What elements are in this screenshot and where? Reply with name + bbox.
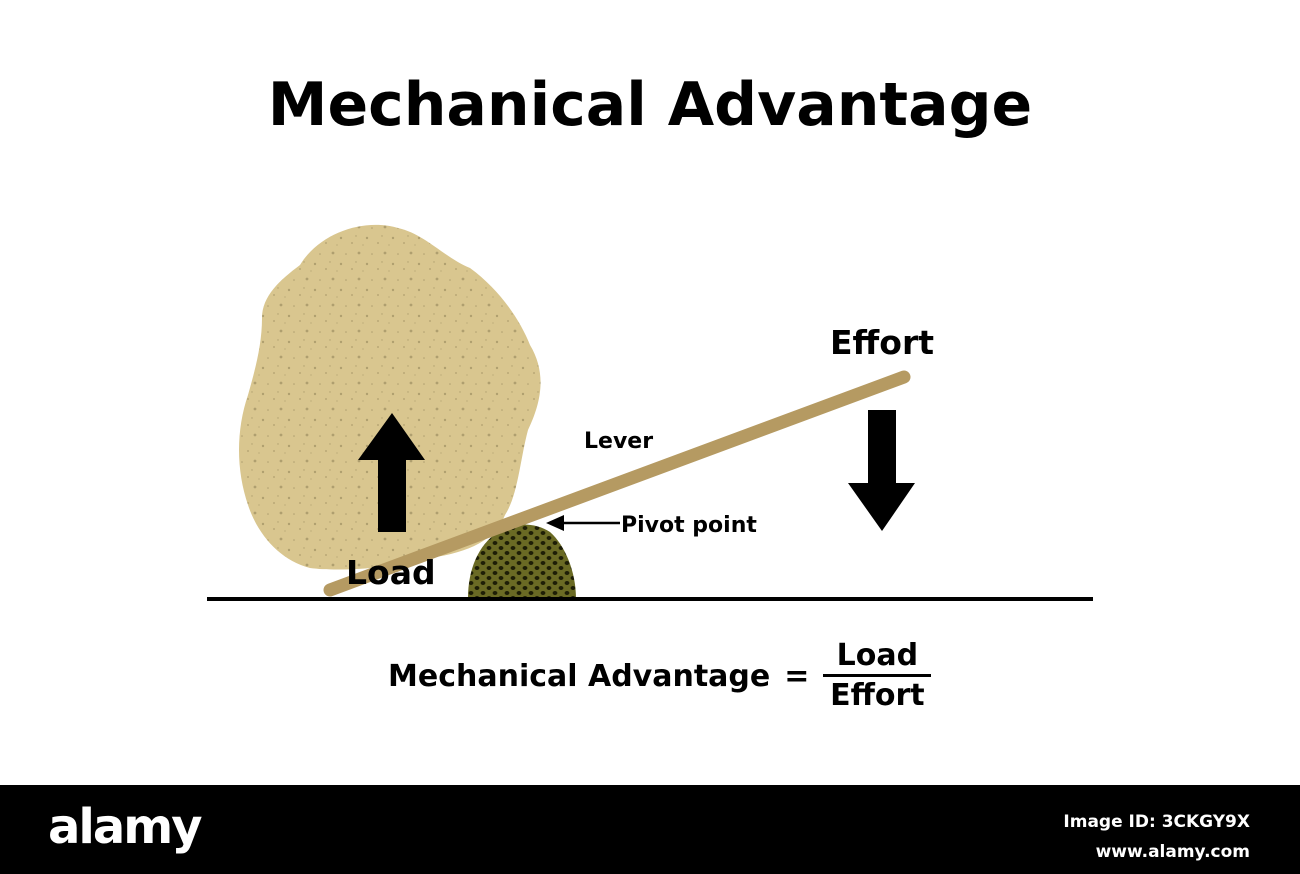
formula-fraction: Load Effort xyxy=(823,638,931,715)
load-label: Load xyxy=(346,553,436,592)
watermark-footer: alamy Image ID: 3CKGY9X www.alamy.com xyxy=(0,785,1300,874)
image-id-block: Image ID: 3CKGY9X www.alamy.com xyxy=(1063,807,1250,867)
mechanical-advantage-formula: Mechanical Advantage = Load Effort xyxy=(388,636,931,716)
formula-numerator: Load xyxy=(831,638,924,674)
site-url-text: www.alamy.com xyxy=(1063,837,1250,867)
effort-down-arrow xyxy=(848,410,915,531)
pivot-pointer-arrow xyxy=(546,515,620,531)
effort-label: Effort xyxy=(830,323,934,362)
formula-lhs: Mechanical Advantage xyxy=(388,659,770,694)
formula-equals: = xyxy=(784,659,809,694)
image-id-text: Image ID: 3CKGY9X xyxy=(1063,807,1250,837)
alamy-logo: alamy xyxy=(48,799,201,855)
lever-label: Lever xyxy=(584,429,653,454)
formula-denominator: Effort xyxy=(824,677,931,715)
pivot-point-label: Pivot point xyxy=(621,513,757,538)
